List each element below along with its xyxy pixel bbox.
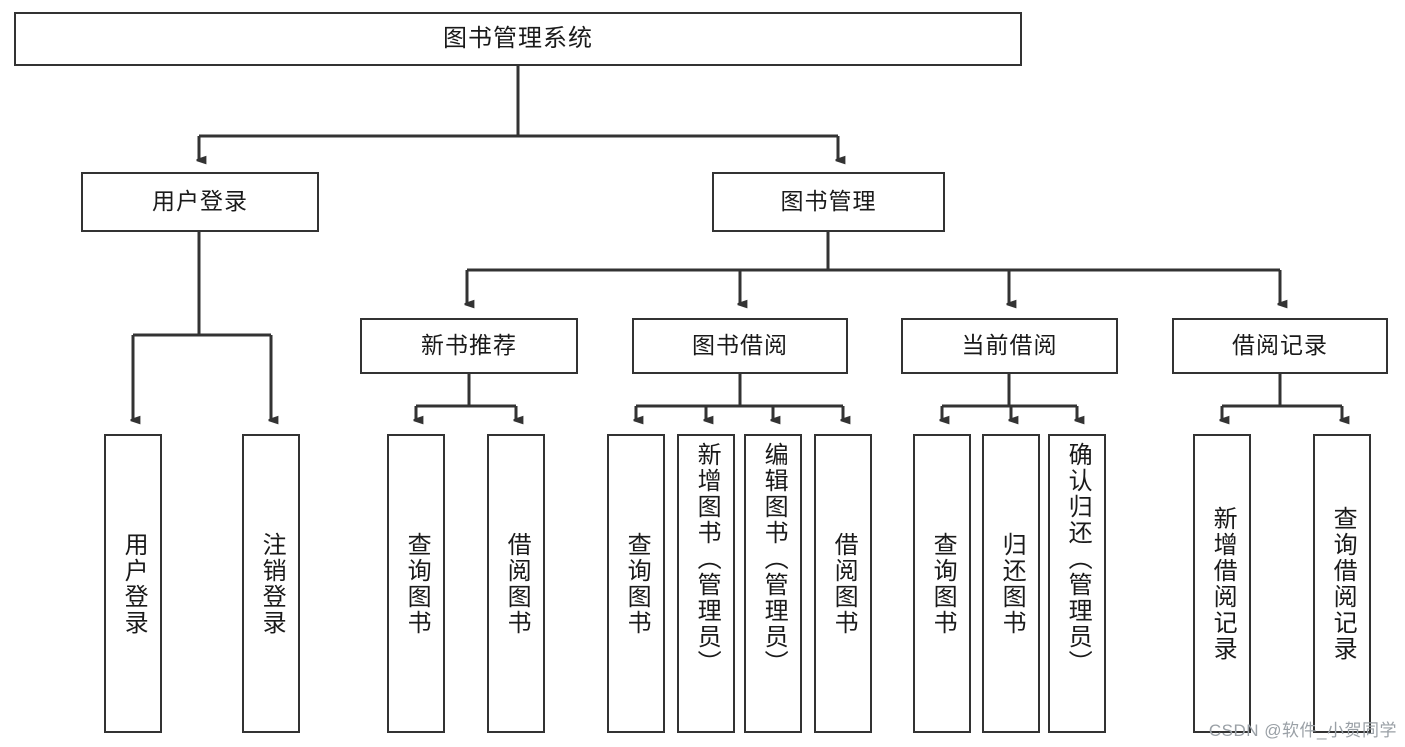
node-label: 注销登录: [258, 531, 286, 636]
watermark-text: CSDN @软件_小贺同学: [1208, 721, 1397, 740]
node-label: 借阅图书: [503, 531, 531, 636]
node-label: 用户登录: [152, 188, 248, 215]
node-book-management[interactable]: 图书管理: [712, 172, 945, 232]
node-new-book-recommend[interactable]: 新书推荐: [360, 318, 578, 374]
leaf-current-borrow-confirm[interactable]: 确认归还（管理员）: [1048, 434, 1106, 733]
node-label: 查询图书: [403, 531, 431, 636]
node-label: 查询图书: [623, 531, 651, 636]
leaf-book-borrow-query[interactable]: 查询图书: [607, 434, 665, 733]
node-label: 确认归还（管理员）: [1064, 442, 1092, 676]
node-label: 用户登录: [120, 531, 148, 636]
leaf-borrow-record-add[interactable]: 新增借阅记录: [1193, 434, 1251, 733]
node-label: 查询借阅记录: [1329, 505, 1357, 662]
node-book-borrow[interactable]: 图书借阅: [632, 318, 848, 374]
leaf-book-borrow-add[interactable]: 新增图书（管理员）: [677, 434, 735, 733]
leaf-book-borrow-borrow[interactable]: 借阅图书: [814, 434, 872, 733]
node-label: 图书借阅: [692, 332, 788, 359]
node-label: 归还图书: [998, 531, 1026, 636]
node-label: 当前借阅: [961, 332, 1058, 359]
node-label: 新增图书（管理员）: [693, 442, 721, 676]
leaf-new-book-borrow[interactable]: 借阅图书: [487, 434, 545, 733]
node-current-borrow[interactable]: 当前借阅: [901, 318, 1118, 374]
node-borrow-record[interactable]: 借阅记录: [1172, 318, 1388, 374]
leaf-current-borrow-return[interactable]: 归还图书: [982, 434, 1040, 733]
node-label: 图书管理: [780, 188, 877, 215]
node-label: 借阅记录: [1232, 332, 1328, 359]
leaf-new-book-query[interactable]: 查询图书: [387, 434, 445, 733]
node-label: 图书管理系统: [443, 24, 593, 52]
node-label: 借阅图书: [830, 531, 858, 636]
node-label: 新增借阅记录: [1209, 505, 1237, 662]
leaf-book-borrow-edit[interactable]: 编辑图书（管理员）: [744, 434, 802, 733]
leaf-user-login-login[interactable]: 用户登录: [104, 434, 162, 733]
node-user-login[interactable]: 用户登录: [81, 172, 319, 232]
leaf-borrow-record-query[interactable]: 查询借阅记录: [1313, 434, 1371, 733]
leaf-user-login-logout[interactable]: 注销登录: [242, 434, 300, 733]
leaf-current-borrow-query[interactable]: 查询图书: [913, 434, 971, 733]
node-label: 编辑图书（管理员）: [760, 442, 788, 676]
node-label: 新书推荐: [421, 332, 517, 359]
node-label: 查询图书: [929, 531, 957, 636]
node-root-system[interactable]: 图书管理系统: [14, 12, 1022, 66]
